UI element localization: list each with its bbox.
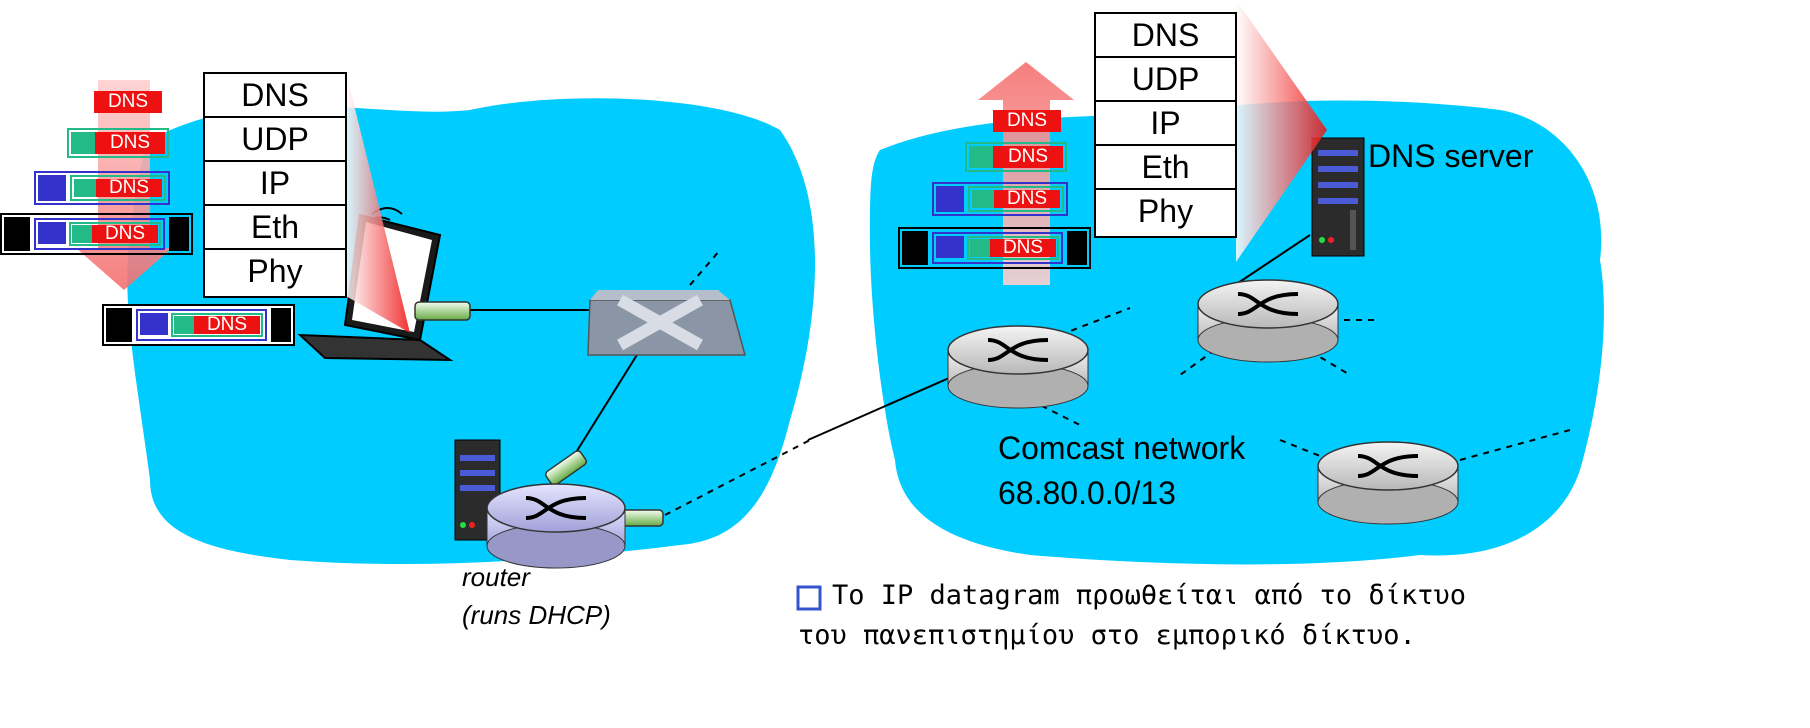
comcast-router-2 xyxy=(1197,279,1339,363)
left-stack-eth: Eth xyxy=(205,206,345,250)
right-stack-ip: IP xyxy=(1096,102,1235,146)
switch-icon xyxy=(587,290,746,356)
udp-header xyxy=(71,132,95,154)
udp-header xyxy=(970,239,990,257)
laptop-nic-icon xyxy=(414,301,471,321)
udp-segment-packet-right: DNS xyxy=(965,142,1067,172)
eth-frame-on-wire: DNS xyxy=(102,304,295,346)
eth-frame-packet-right: DNS xyxy=(898,227,1091,269)
dns-tag: DNS xyxy=(94,91,162,113)
dns-tag: DNS xyxy=(92,224,158,243)
udp-header xyxy=(72,225,92,243)
dns-tag: DNS xyxy=(993,110,1061,132)
comcast-link-5 xyxy=(1299,344,1351,376)
ip-datagram: DNS xyxy=(34,218,165,250)
dns-server-icon xyxy=(1311,137,1365,257)
udp-segment: DNS xyxy=(70,175,166,201)
comcast-router-1 xyxy=(947,325,1089,409)
right-stack-eth: Eth xyxy=(1096,146,1235,190)
campus-router-icon xyxy=(486,483,626,569)
udp-header xyxy=(969,146,993,168)
dns-tag: DNS xyxy=(990,238,1056,257)
udp-header xyxy=(74,179,96,197)
left-stack-ip: IP xyxy=(205,162,345,206)
udp-header xyxy=(174,316,194,334)
router-nic-top xyxy=(545,450,587,486)
dns-message-packet: DNS xyxy=(94,91,162,113)
eth-trailer xyxy=(1067,231,1087,265)
note-line-1: Το IP datagram προωθείται από το δίκτυο xyxy=(832,580,1466,611)
comcast-link-2 xyxy=(1234,234,1311,286)
right-decapsulation-cone xyxy=(1236,0,1327,262)
udp-segment: DNS xyxy=(69,222,161,246)
comcast-network-label: Comcast network xyxy=(998,430,1246,466)
dns-tag: DNS xyxy=(96,178,162,197)
dns-tag: DNS xyxy=(993,146,1063,168)
right-protocol-stack: DNS UDP IP Eth Phy xyxy=(1094,12,1237,238)
ip-header xyxy=(38,222,66,244)
udp-segment: DNS xyxy=(967,236,1059,260)
right-stack-dns: DNS xyxy=(1096,14,1235,58)
ip-datagram: DNS xyxy=(136,309,267,341)
dns-message-packet-right: DNS xyxy=(993,110,1061,132)
ip-header xyxy=(936,236,964,258)
switch-router-link xyxy=(564,349,641,471)
comcast-prefix-label: 68.80.0.0/13 xyxy=(998,475,1176,511)
note-line-2: του πανεπιστημίου στο εμπορικό δίκτυο. xyxy=(798,620,1416,651)
router-uplink xyxy=(664,439,811,516)
dns-tag: DNS xyxy=(95,132,165,154)
left-stack-dns: DNS xyxy=(205,74,345,118)
eth-header xyxy=(4,217,30,251)
dns-server-label: DNS server xyxy=(1368,138,1534,174)
udp-segment: DNS xyxy=(968,186,1064,212)
dns-tag: DNS xyxy=(994,189,1060,208)
ip-datagram-packet-right: DNS xyxy=(932,182,1068,216)
bullet-icon xyxy=(796,585,822,611)
udp-segment-packet: DNS xyxy=(67,128,169,158)
eth-header xyxy=(106,308,132,342)
left-stack-phy: Phy xyxy=(247,253,303,289)
switch-dashed-link xyxy=(689,249,721,286)
router-dhcp-label: (runs DHCP) xyxy=(462,600,611,630)
udp-header xyxy=(972,190,994,208)
left-stack-udp: UDP xyxy=(205,118,345,162)
dns-tag: DNS xyxy=(194,315,260,334)
ip-header xyxy=(936,186,964,212)
udp-segment: DNS xyxy=(171,313,263,337)
right-stack-phy: Phy xyxy=(1137,193,1194,229)
comcast-link-7 xyxy=(1279,439,1331,461)
eth-trailer xyxy=(271,308,291,342)
ip-datagram-packet: DNS xyxy=(34,171,170,205)
right-stack-udp: UDP xyxy=(1096,58,1235,102)
eth-trailer xyxy=(169,217,189,251)
left-encapsulation-cone xyxy=(346,72,410,333)
eth-header xyxy=(902,231,928,265)
ip-header xyxy=(140,313,168,335)
eth-frame-packet: DNS xyxy=(0,213,193,255)
ip-header xyxy=(38,175,66,201)
comcast-link-1 xyxy=(1059,307,1131,336)
ip-datagram: DNS xyxy=(932,232,1063,264)
comcast-router-3 xyxy=(1317,441,1459,525)
left-protocol-stack: DNS UDP IP Eth Phy xyxy=(203,72,347,298)
router-label: router xyxy=(462,562,530,592)
